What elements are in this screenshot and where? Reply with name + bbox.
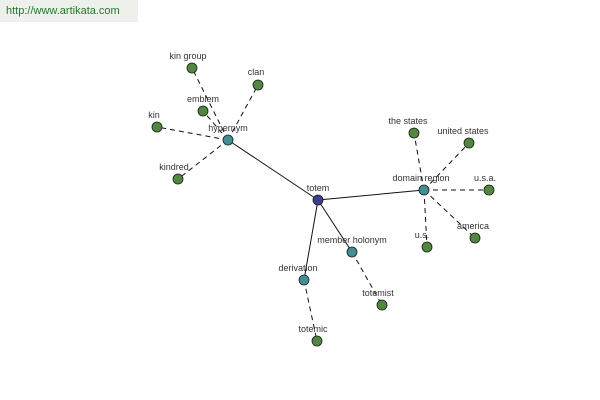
- label-u-s[interactable]: u.s.: [415, 230, 430, 240]
- node-derivation[interactable]: [298, 274, 310, 286]
- edge-hypernym-kin-group: [191, 67, 229, 141]
- label-member-holonym[interactable]: member holonym: [317, 235, 387, 245]
- label-united-states[interactable]: united states: [437, 126, 489, 136]
- node-united-states[interactable]: [463, 137, 475, 149]
- label-america[interactable]: america: [457, 221, 489, 231]
- edge-totem-member-holonym: [317, 199, 353, 253]
- edge-domain-region-america: [423, 189, 476, 239]
- labels-layer: kin group clan emblem kin kindred hypernym the…: [148, 51, 496, 334]
- node-totemist[interactable]: [376, 299, 388, 311]
- edge-totem-hypernym: [227, 139, 319, 201]
- edge-totem-derivation: [303, 199, 319, 281]
- label-the-states[interactable]: the states: [388, 116, 428, 126]
- node-emblem[interactable]: [197, 105, 209, 117]
- node-hypernym[interactable]: [222, 134, 234, 146]
- edge-hypernym-clan: [227, 84, 259, 141]
- node-clan[interactable]: [252, 79, 264, 91]
- edge-domain-region-u-s: [423, 189, 428, 248]
- edges-layer: [156, 67, 489, 342]
- label-totemist[interactable]: totemist: [362, 288, 394, 298]
- label-totem[interactable]: totem: [307, 183, 330, 193]
- label-u-s-a[interactable]: u.s.a.: [474, 173, 496, 183]
- node-u-s[interactable]: [421, 241, 433, 253]
- node-totem[interactable]: [312, 194, 324, 206]
- label-totemic[interactable]: totemic: [298, 324, 328, 334]
- label-domain-region[interactable]: domain region: [392, 173, 449, 183]
- node-member-holonym[interactable]: [346, 246, 358, 258]
- node-kindred[interactable]: [172, 173, 184, 185]
- node-u-s-a[interactable]: [483, 184, 495, 196]
- label-kin[interactable]: kin: [148, 110, 160, 120]
- label-kindred[interactable]: kindred: [159, 162, 189, 172]
- site-url-banner[interactable]: http://www.artikata.com: [0, 0, 138, 22]
- edge-member-holonym-totemist: [351, 251, 383, 306]
- node-totemic[interactable]: [311, 335, 323, 347]
- nodes-layer: [151, 62, 495, 347]
- label-kin-group[interactable]: kin group: [169, 51, 206, 61]
- node-america[interactable]: [469, 232, 481, 244]
- label-derivation[interactable]: derivation: [278, 263, 317, 273]
- node-domain-region[interactable]: [418, 184, 430, 196]
- edge-domain-region-the-states: [413, 132, 425, 191]
- label-emblem[interactable]: emblem: [187, 94, 219, 104]
- edge-totem-domain-region: [317, 189, 425, 201]
- label-clan[interactable]: clan: [248, 67, 265, 77]
- node-the-states[interactable]: [408, 127, 420, 139]
- edge-domain-region-united-states: [423, 142, 470, 191]
- edge-hypernym-kin: [156, 126, 229, 141]
- node-kin[interactable]: [151, 121, 163, 133]
- edge-derivation-totemic: [303, 279, 318, 342]
- label-hypernym[interactable]: hypernym: [208, 123, 248, 133]
- edge-hypernym-kindred: [177, 139, 229, 180]
- node-kin-group[interactable]: [186, 62, 198, 74]
- edge-hypernym-emblem: [202, 110, 229, 141]
